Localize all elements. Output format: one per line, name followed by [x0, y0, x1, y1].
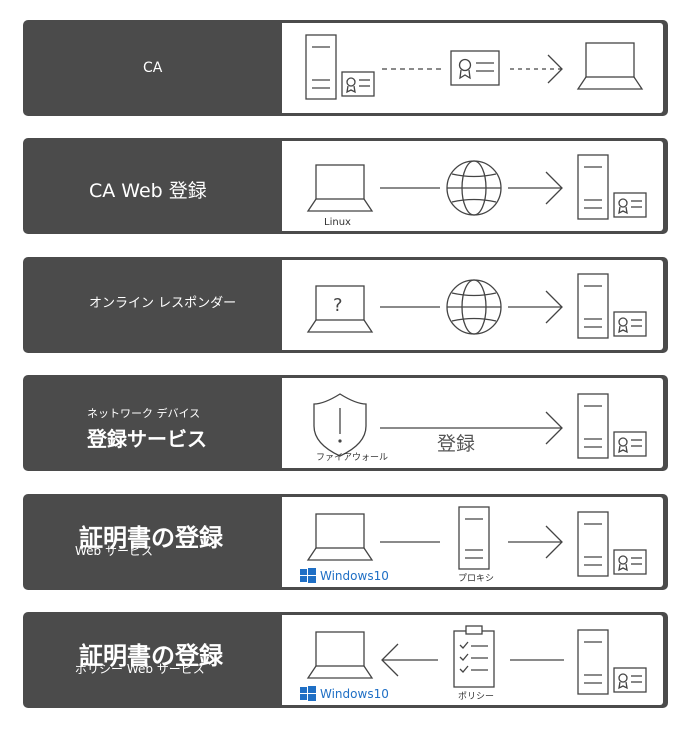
row-diagram: ? [282, 260, 663, 350]
row-diagram: ファイアウォール 登録 [282, 378, 663, 468]
arrow-right-icon [545, 290, 563, 324]
row-diagram: Linux [282, 141, 663, 231]
certificate-icon [341, 71, 375, 97]
row-cert-enrollment-web-service: 証明書の登録 Web サービス Windows10 プロキシ [23, 494, 668, 590]
certificate-icon [450, 50, 500, 86]
row-cert-enrollment-policy-web-service: 証明書の登録 ポリシー Web サービス Windows10 [23, 612, 668, 708]
row-diagram [282, 23, 663, 113]
row-label: ネットワーク デバイス 登録サービス [23, 375, 283, 471]
globe-icon [446, 279, 502, 335]
server-icon [305, 34, 337, 100]
windows-logo-icon [300, 568, 316, 583]
row-subtitle: ネットワーク デバイス [87, 407, 201, 420]
server-icon [577, 629, 609, 695]
arrow-right-icon [547, 54, 563, 84]
certificate-icon [613, 311, 647, 337]
laptop-icon [306, 285, 374, 333]
clipboard-checklist-icon [453, 625, 495, 688]
row-title: 証明書の登録 [79, 642, 223, 670]
certificate-icon [613, 667, 647, 693]
row-diagram: Windows10 ポリシー [282, 615, 663, 705]
row-title: 証明書の登録 [79, 524, 223, 552]
certificate-icon [613, 431, 647, 457]
laptop-icon [306, 513, 374, 561]
certificate-icon [613, 192, 647, 218]
row-label: 証明書の登録 ポリシー Web サービス [23, 612, 283, 708]
row-online-responder: オンライン レスポンダー ? [23, 257, 668, 353]
laptop-icon [576, 42, 644, 90]
row-subtitle: ポリシー Web サービス [75, 662, 205, 676]
laptop-icon [306, 631, 374, 679]
row-label: 証明書の登録 Web サービス [23, 494, 283, 590]
row-title: 登録サービス [87, 427, 207, 451]
enrollment-label: 登録 [437, 433, 475, 455]
row-label: CA Web 登録 [23, 138, 283, 234]
policy-label: ポリシー [458, 691, 494, 702]
globe-icon [446, 160, 502, 216]
server-icon [577, 273, 609, 339]
windows10-label: Windows10 [320, 687, 389, 701]
arrow-right-icon [545, 411, 563, 445]
proxy-label: プロキシ [458, 573, 494, 584]
row-subtitle: Web サービス [75, 544, 153, 558]
windows-logo-icon [300, 686, 316, 701]
row-title: オンライン レスポンダー [89, 296, 237, 311]
arrow-right-icon [545, 525, 563, 559]
row-diagram: Windows10 プロキシ [282, 497, 663, 587]
linux-label: Linux [324, 217, 351, 228]
firewall-label: ファイアウォール [316, 452, 388, 463]
row-title: CA Web 登録 [89, 180, 207, 202]
laptop-icon [306, 164, 374, 212]
shield-icon [313, 393, 367, 457]
proxy-server-icon [458, 506, 490, 570]
certificate-icon [613, 549, 647, 575]
row-title: CA [143, 60, 163, 76]
question-mark: ? [333, 295, 343, 316]
arrow-right-icon [545, 171, 563, 205]
server-icon [577, 511, 609, 577]
server-icon [577, 154, 609, 220]
row-ca-web-enrollment: CA Web 登録 Linux [23, 138, 668, 234]
row-ca: CA [23, 20, 668, 116]
windows10-label: Windows10 [320, 569, 389, 583]
row-network-device-enrollment: ネットワーク デバイス 登録サービス ファイアウォール 登録 [23, 375, 668, 471]
row-label: CA [23, 20, 283, 116]
row-label: オンライン レスポンダー [23, 257, 283, 353]
arrow-left-icon [381, 643, 399, 677]
server-icon [577, 393, 609, 459]
